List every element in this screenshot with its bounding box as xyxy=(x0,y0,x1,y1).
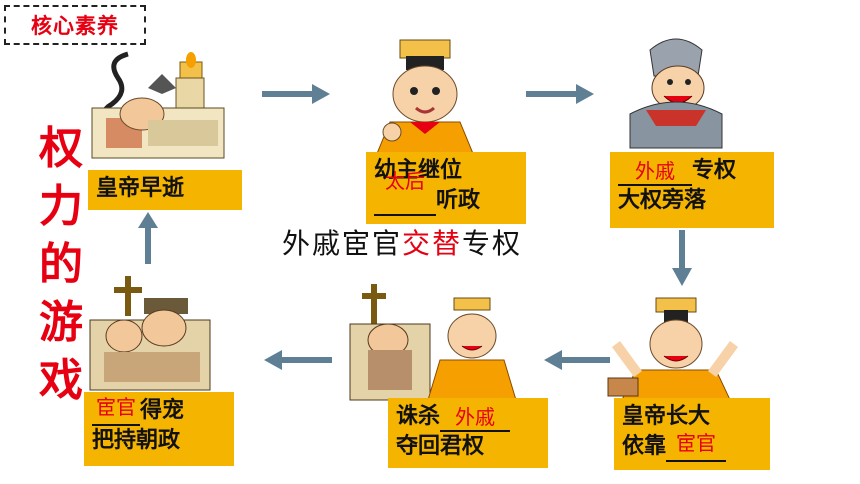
step-child-ruler: 幼主继位 太后 听政 xyxy=(366,152,526,224)
step-line2: 依靠 宦官 xyxy=(622,431,762,462)
core-literacy-label: 核心素养 xyxy=(31,14,119,38)
step-line1: 皇帝长大 xyxy=(622,404,711,429)
step-emperor-dies: 皇帝早逝 xyxy=(88,170,242,210)
step-line2: 太后 听政 xyxy=(374,169,518,216)
step-text: 皇帝早逝 xyxy=(96,176,185,201)
child-emperor-illustration xyxy=(375,39,475,157)
vertical-title: 权 力 的 游 戏 xyxy=(36,120,86,410)
center-highlight: 交替 xyxy=(402,227,463,260)
step-line1: 幼主继位 xyxy=(374,158,463,183)
center-post: 专权 xyxy=(462,227,523,260)
answer-blank: 太后 xyxy=(374,169,436,216)
step-line2: 夺回君权 xyxy=(396,434,485,459)
answer-fill: 外戚 xyxy=(455,405,496,429)
emperor-illness-illustration xyxy=(91,51,225,159)
left-arrow-icon xyxy=(264,350,332,370)
eunuch-illustration xyxy=(89,276,211,391)
center-pre: 外戚宦官 xyxy=(282,227,403,260)
step-line2: 大权旁落 xyxy=(618,188,707,213)
grown-emperor-illustration xyxy=(607,297,739,404)
step-line2: 把持朝政 xyxy=(92,428,181,453)
title-char: 游 xyxy=(39,297,83,348)
up-arrow-icon xyxy=(138,212,158,264)
left-arrow-icon xyxy=(544,350,610,370)
answer-blank: 宦官 xyxy=(666,431,727,462)
answer-fill: 宦官 xyxy=(96,395,136,419)
answer-fill: 外戚 xyxy=(635,159,675,183)
down-arrow-icon xyxy=(672,230,692,286)
step-prefix: 诛杀 xyxy=(396,404,441,429)
step-suffix: 专权 xyxy=(692,158,737,183)
core-literacy-tag: 核心素养 xyxy=(4,5,146,45)
title-char: 权 xyxy=(39,123,83,174)
answer-blank: 外戚 xyxy=(618,158,692,186)
step-relatives: 外戚 专权 大权旁落 xyxy=(610,152,774,228)
step-line1: 宦官 得宠 xyxy=(92,395,226,426)
right-arrow-icon xyxy=(526,84,594,104)
answer-fill: 太后 xyxy=(385,169,425,193)
step-line1: 诛杀 外戚 xyxy=(396,402,540,432)
general-illustration xyxy=(629,38,723,149)
title-char: 戏 xyxy=(39,355,83,406)
step-grown-emperor: 皇帝长大 依靠 宦官 xyxy=(614,398,770,470)
right-arrow-icon xyxy=(262,84,330,104)
title-char: 的 xyxy=(39,239,83,290)
step-suffix: 得宠 xyxy=(140,398,185,423)
title-char: 力 xyxy=(39,181,83,232)
step-prefix: 依靠 xyxy=(622,434,667,459)
purge-illustration xyxy=(349,284,517,401)
center-summary: 外戚宦官交替专权 xyxy=(282,222,522,262)
step-suffix: 听政 xyxy=(436,188,481,213)
step-eunuchs: 宦官 得宠 把持朝政 xyxy=(84,392,234,466)
step-purge: 诛杀 外戚 夺回君权 xyxy=(388,398,548,468)
answer-fill: 宦官 xyxy=(676,431,717,455)
answer-blank: 宦官 xyxy=(92,395,140,426)
step-line1: 外戚 专权 xyxy=(618,156,766,186)
answer-blank: 外戚 xyxy=(440,404,511,432)
